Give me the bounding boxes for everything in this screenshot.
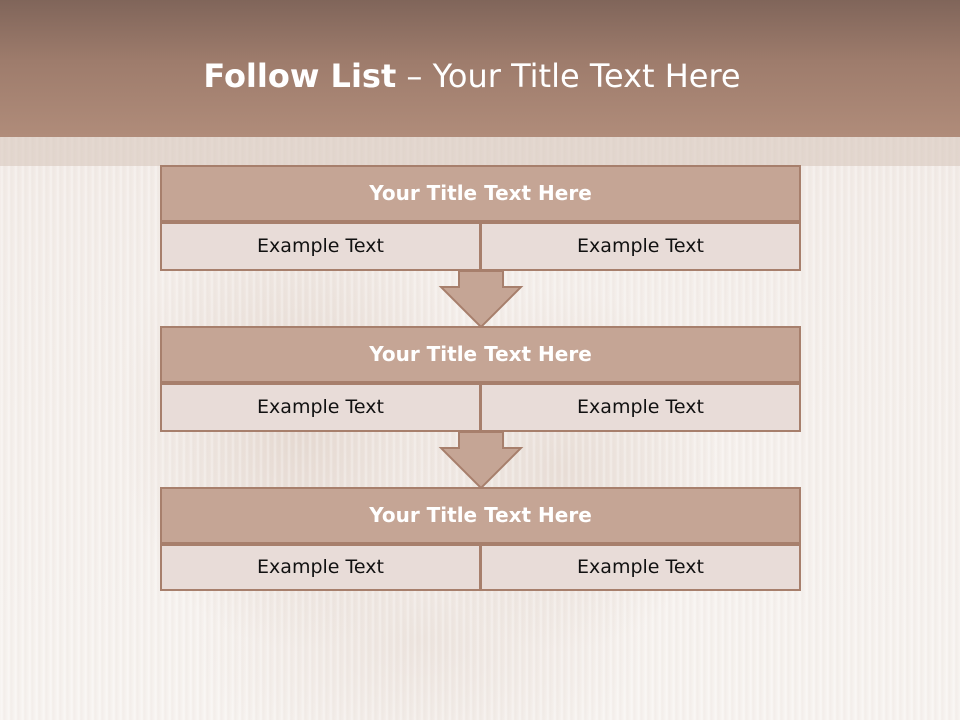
step-title: Your Title Text Here xyxy=(160,326,801,383)
header-band xyxy=(0,137,960,166)
down-arrow-icon xyxy=(438,431,524,490)
step-text-right: Example Text xyxy=(480,222,801,271)
step-text-right: Example Text xyxy=(480,383,801,432)
step-text-left: Example Text xyxy=(160,544,481,591)
step-title: Your Title Text Here xyxy=(160,487,801,544)
slide-title-bold: Follow List xyxy=(203,57,397,95)
header-bar xyxy=(0,0,960,137)
step-text-right: Example Text xyxy=(480,544,801,591)
slide-title: Follow List – Your Title Text Here xyxy=(0,54,944,98)
step-title: Your Title Text Here xyxy=(160,165,801,222)
down-arrow-icon xyxy=(438,270,524,329)
step-text-left: Example Text xyxy=(160,383,481,432)
step-text-left: Example Text xyxy=(160,222,481,271)
slide-title-rest: – Your Title Text Here xyxy=(396,57,741,95)
